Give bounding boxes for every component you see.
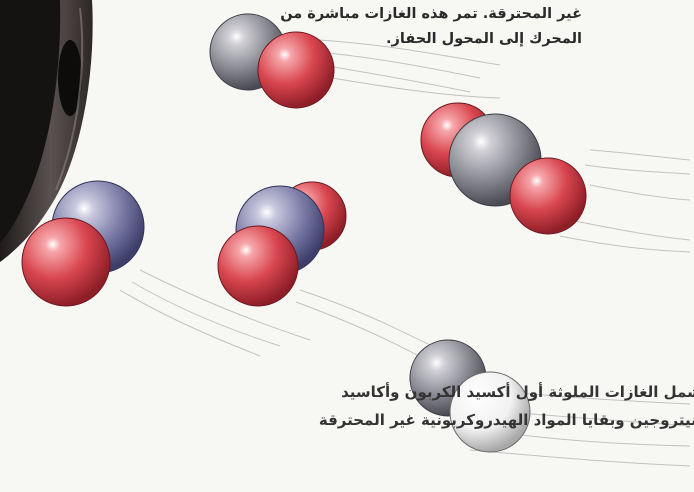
caption-bottom-line-1: تشمل الغازات الملوثة أول أكسيد الكربون و… [238,378,694,406]
molecule-carbon-dioxide [421,103,586,234]
oxygen-atom [22,218,110,306]
caption-top: غير المحترقة. تمر هذه الغازات مباشرة من … [242,2,582,52]
caption-top-line-1: غير المحترقة. تمر هذه الغازات مباشرة من [242,2,582,27]
caption-top-line-2: المحرك إلى المحول الحفاز. [242,27,582,52]
oxygen-atom [218,226,298,306]
caption-bottom-line-2: النيتروجين وبقايا المواد الهيدروكربونية … [238,406,694,434]
molecule-nitrogen-dioxide [218,182,346,306]
oxygen-atom [510,158,586,234]
caption-bottom: تشمل الغازات الملوثة أول أكسيد الكربون و… [238,378,694,434]
